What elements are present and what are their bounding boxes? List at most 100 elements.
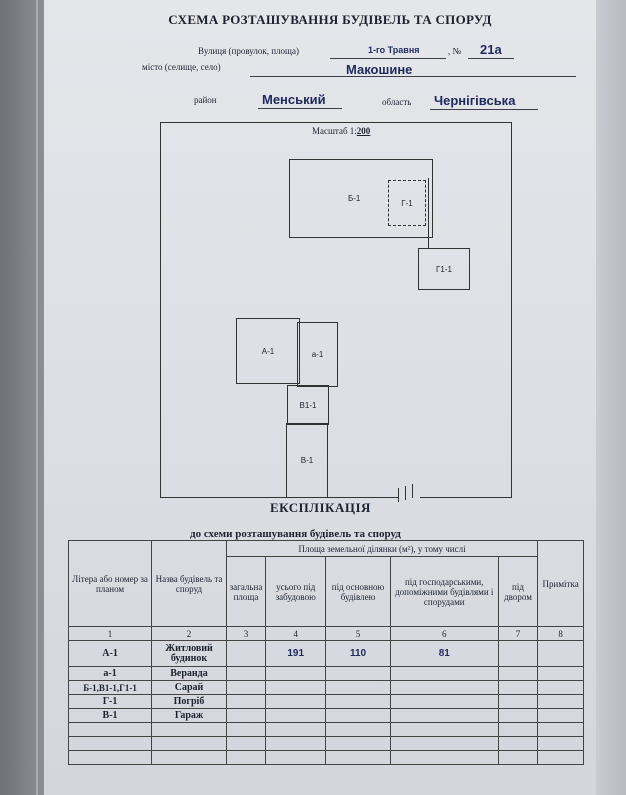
gate-post-left <box>398 488 399 502</box>
building-v1: В-1 <box>286 423 328 498</box>
row-yard <box>497 640 539 667</box>
street-value: 1-го Травня <box>368 45 420 55</box>
plan-scale: Масштаб 1:200 <box>312 126 370 136</box>
table-row: Г-1 Погріб <box>67 694 584 709</box>
building-a1-label: А-1 <box>261 346 275 356</box>
row-aux: 81 <box>389 640 499 667</box>
row-name: Житловий будинок <box>151 640 227 667</box>
region-underline <box>430 109 538 110</box>
row-main <box>325 708 391 723</box>
row-aux <box>389 666 499 681</box>
region-value: Чернігівська <box>434 93 516 108</box>
table-row-empty <box>67 722 584 737</box>
left-page-edge <box>36 0 38 795</box>
row-letter: Г-1 <box>67 694 153 709</box>
table-row: а-1 Веранда <box>67 666 584 681</box>
gate-post-middle <box>405 486 406 500</box>
row-total <box>225 640 267 667</box>
row-name: Веранда <box>151 666 227 681</box>
header-built: усього під забудовою <box>265 556 327 627</box>
col-number: 7 <box>497 626 539 641</box>
col-number: 5 <box>325 626 391 641</box>
scale-label: Масштаб 1: <box>312 126 357 136</box>
header-name: Назва будівель та споруд <box>151 540 227 627</box>
explication-title: ЕКСПЛІКАЦІЯ <box>270 500 371 515</box>
g1-connector-line <box>428 178 429 248</box>
building-v11: В1-1 <box>287 385 329 425</box>
gate-gap <box>398 495 420 498</box>
right-background <box>596 0 626 795</box>
building-veranda-a1: а-1 <box>297 322 338 387</box>
row-letter: Б-1,В1-1,Г1-1 <box>67 680 153 695</box>
row-yard <box>497 666 539 681</box>
row-total <box>225 666 267 681</box>
row-yard <box>497 680 539 695</box>
district-value: Менський <box>262 92 326 107</box>
building-v1-label: В-1 <box>300 456 314 465</box>
street-label: Вулиця (провулок, площа) <box>198 46 299 56</box>
building-a1: А-1 <box>236 318 300 384</box>
header-total: загальна площа <box>225 556 267 627</box>
table-row: В-1 Гараж <box>67 708 584 723</box>
col-number: 2 <box>151 626 227 641</box>
row-note <box>537 680 584 695</box>
row-built <box>265 708 327 723</box>
row-yard <box>497 694 539 709</box>
header-aux: під господарськими, допоміжними будівлям… <box>389 556 499 627</box>
col-number: 4 <box>265 626 327 641</box>
city-value: Макошине <box>346 62 413 77</box>
row-note <box>537 694 584 709</box>
explication-table: Літера або номер за планом Назва будівел… <box>67 540 584 765</box>
row-yard <box>497 708 539 723</box>
row-built <box>265 680 327 695</box>
header-area-group: Площа земельної ділянки (м²), у тому чис… <box>225 540 539 557</box>
explication-subtitle: до схеми розташування будівель та споруд <box>190 528 401 540</box>
row-name: Погріб <box>151 694 227 709</box>
row-total <box>225 694 267 709</box>
row-aux <box>389 680 499 695</box>
row-built <box>265 666 327 681</box>
building-b1: Б-1 <box>289 159 433 238</box>
row-total <box>225 708 267 723</box>
building-g1-label: Г-1 <box>401 198 413 208</box>
building-g1-cellar: Г-1 <box>388 180 426 226</box>
row-name: Гараж <box>151 708 227 723</box>
district-underline <box>258 108 342 109</box>
row-total <box>225 680 267 695</box>
header-main: під основною будівлею <box>325 556 391 627</box>
row-note <box>537 708 584 723</box>
gate-post-right <box>412 484 413 498</box>
row-main: 110 <box>325 640 391 667</box>
row-name: Сарай <box>151 680 227 695</box>
row-main <box>325 666 391 681</box>
building-b1-label: Б-1 <box>348 194 361 203</box>
row-letter: а-1 <box>67 666 153 681</box>
row-aux <box>389 694 499 709</box>
row-note <box>537 666 584 681</box>
col-number: 6 <box>389 626 499 641</box>
building-veranda-label: а-1 <box>311 350 324 359</box>
column-number-row: 1 2 3 4 5 6 7 8 <box>67 626 584 641</box>
street-underline <box>330 58 446 59</box>
building-g11-label: Г1-1 <box>436 264 452 274</box>
site-plan-boundary <box>160 122 512 498</box>
table-row: Б-1,В1-1,Г1-1 Сарай <box>67 680 584 695</box>
city-underline <box>250 76 576 77</box>
building-g11: Г1-1 <box>418 248 470 290</box>
col-number: 8 <box>537 626 584 641</box>
header-yard: під двором <box>497 556 539 627</box>
region-label: область <box>382 97 412 107</box>
table-row-empty <box>67 736 584 751</box>
table-row-empty <box>67 750 584 765</box>
row-letter: В-1 <box>67 708 153 723</box>
row-built: 191 <box>265 640 327 667</box>
row-letter: А-1 <box>67 640 153 667</box>
row-note <box>537 640 584 667</box>
number-value: 21а <box>480 42 502 57</box>
scale-value: 200 <box>356 126 371 136</box>
number-underline <box>468 58 514 59</box>
document-title: СХЕМА РОЗТАШУВАННЯ БУДІВЕЛЬ ТА СПОРУД <box>168 12 492 27</box>
row-main <box>325 680 391 695</box>
col-number: 1 <box>67 626 153 641</box>
row-built <box>265 694 327 709</box>
